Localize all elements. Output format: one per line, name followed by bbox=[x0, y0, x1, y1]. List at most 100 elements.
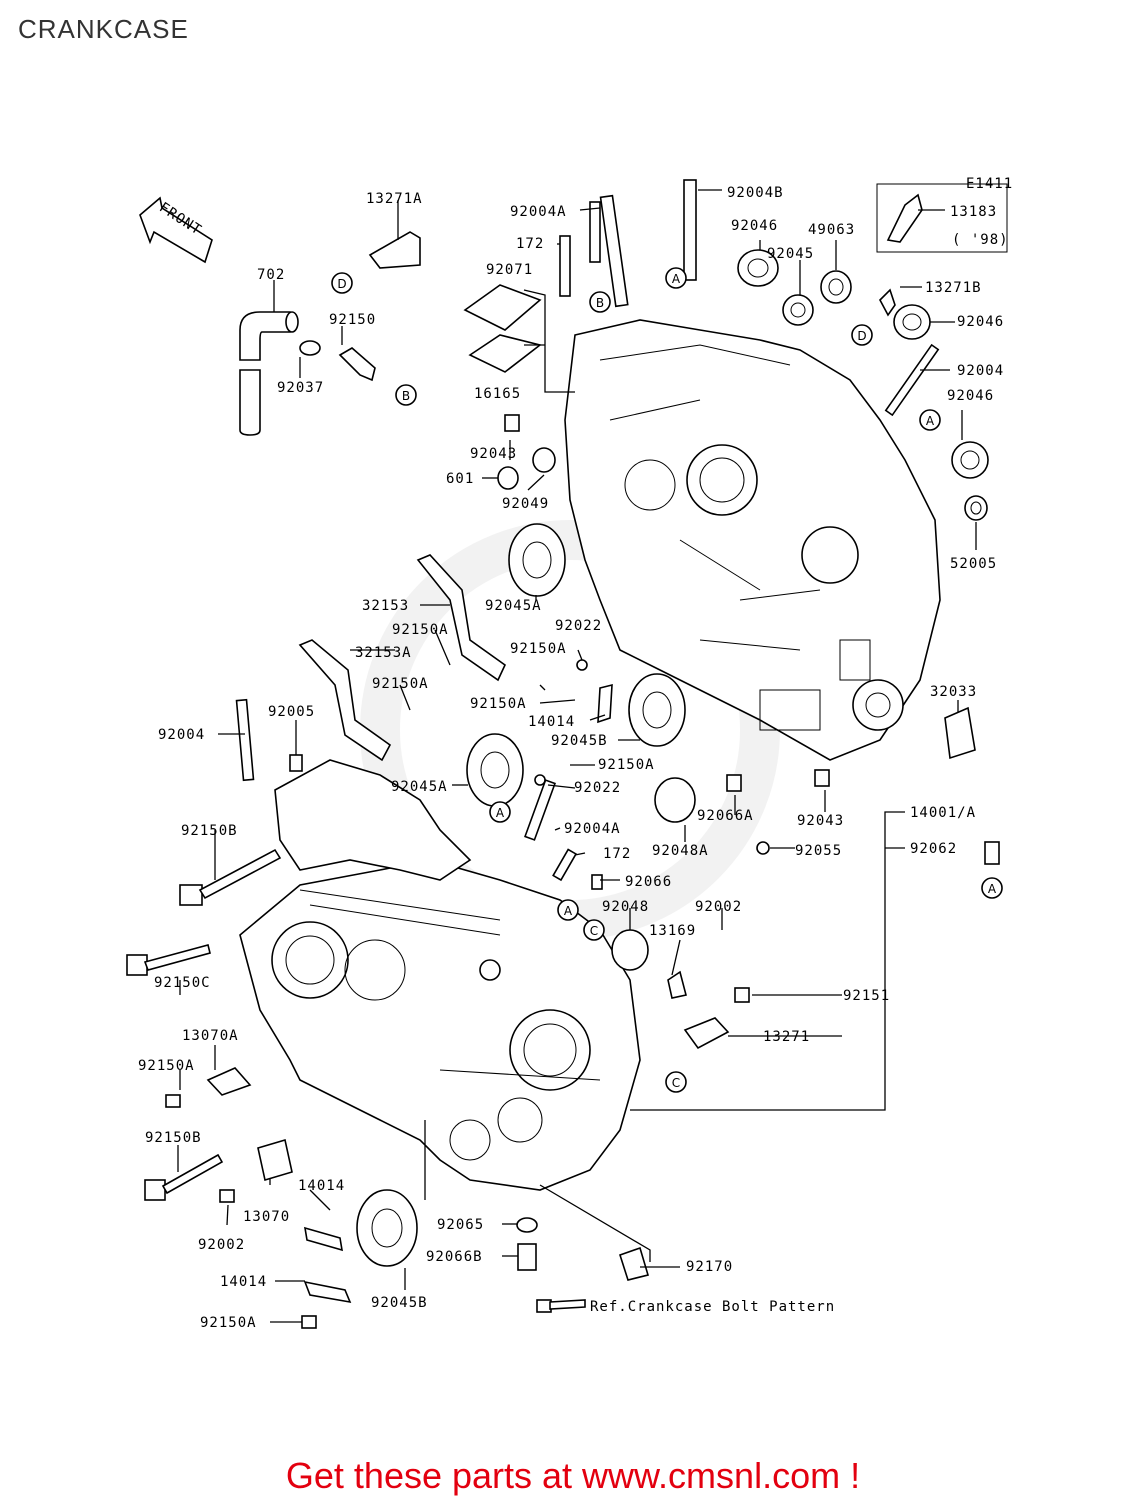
svg-text:14014: 14014 bbox=[298, 1178, 345, 1194]
svg-text:16165: 16165 bbox=[474, 386, 521, 402]
oring-92055-icon bbox=[756, 841, 770, 855]
svg-text:92048: 92048 bbox=[602, 899, 649, 915]
svg-text:92150A: 92150A bbox=[510, 641, 567, 657]
page-title: CRANKCASE bbox=[18, 14, 189, 44]
svg-text:92022: 92022 bbox=[555, 618, 602, 634]
svg-text:92004A: 92004A bbox=[564, 821, 621, 837]
seal-92049-icon bbox=[532, 447, 556, 473]
bracket-13183-icon bbox=[886, 193, 923, 243]
bracket-14014-middle-icon bbox=[304, 1226, 343, 1252]
svg-text:92045A: 92045A bbox=[391, 779, 448, 795]
bolt-92150B-upper-icon bbox=[179, 848, 282, 906]
plug-32033-icon bbox=[944, 706, 976, 760]
clamp-92037-icon bbox=[299, 340, 321, 356]
svg-text:13271: 13271 bbox=[763, 1029, 810, 1045]
svg-text:92150B: 92150B bbox=[181, 823, 238, 839]
svg-text:92065: 92065 bbox=[437, 1217, 484, 1233]
svg-text:A: A bbox=[672, 272, 681, 286]
svg-text:92066: 92066 bbox=[625, 874, 672, 890]
dowel-92066A-icon bbox=[726, 774, 742, 792]
svg-text:92045: 92045 bbox=[767, 246, 814, 262]
stud-92004A-top-icon bbox=[589, 201, 601, 263]
svg-text:92045A: 92045A bbox=[485, 598, 542, 614]
svg-text:14014: 14014 bbox=[220, 1274, 267, 1290]
washer-92065-icon bbox=[516, 1217, 538, 1233]
bearing-92046-lower-right-icon bbox=[951, 441, 989, 479]
svg-text:52005: 52005 bbox=[950, 556, 997, 572]
bearing-92045-top-icon bbox=[782, 294, 814, 326]
ref-bolt-icon bbox=[536, 1299, 586, 1313]
dowel-92043-icon bbox=[504, 414, 520, 432]
svg-text:92150: 92150 bbox=[329, 312, 376, 328]
stud-172-top-icon bbox=[559, 235, 571, 297]
stud-92004-right-icon bbox=[884, 343, 940, 417]
lower-crankcase-half bbox=[239, 759, 641, 1191]
inset-box bbox=[876, 183, 1008, 253]
stud-92004A-mid-icon bbox=[524, 779, 556, 841]
svg-text:92004B: 92004B bbox=[727, 185, 784, 201]
svg-text:D: D bbox=[857, 329, 866, 343]
bracket-14014-top-icon bbox=[597, 683, 613, 724]
svg-text:13070: 13070 bbox=[243, 1209, 290, 1225]
svg-text:92046: 92046 bbox=[947, 388, 994, 404]
breather-hose-702 bbox=[239, 311, 299, 436]
plug-92066B-icon bbox=[517, 1243, 537, 1271]
svg-text:92066A: 92066A bbox=[697, 808, 754, 824]
gasket-16165-icon bbox=[468, 334, 542, 373]
bolt-92002-icon bbox=[219, 1189, 235, 1203]
stud-92004B-icon bbox=[683, 179, 697, 281]
svg-text:702: 702 bbox=[257, 267, 285, 283]
clip-92170-icon bbox=[619, 1246, 650, 1281]
svg-text:92045B: 92045B bbox=[371, 1295, 428, 1311]
svg-text:92037: 92037 bbox=[277, 380, 324, 396]
bracket-13271B-icon bbox=[879, 288, 896, 317]
stud-172-mid-icon bbox=[552, 848, 578, 882]
svg-text:32153: 32153 bbox=[362, 598, 409, 614]
svg-text:92005: 92005 bbox=[268, 704, 315, 720]
bolt-92150B-lower-icon bbox=[144, 1153, 224, 1201]
gasket-92071-icon bbox=[463, 284, 542, 331]
bracket-14014-bottom-icon bbox=[303, 1280, 352, 1304]
svg-text:B: B bbox=[596, 296, 604, 310]
bolt-92150A-left-icon bbox=[165, 1094, 181, 1108]
svg-text:D: D bbox=[337, 277, 346, 291]
svg-text:172: 172 bbox=[603, 846, 631, 862]
svg-text:92062: 92062 bbox=[910, 841, 957, 857]
svg-text:92150A: 92150A bbox=[200, 1315, 257, 1331]
svg-text:92048A: 92048A bbox=[652, 843, 709, 859]
front-arrow-icon: FRONT bbox=[139, 196, 213, 264]
pipe-32153A-icon bbox=[298, 639, 392, 762]
svg-text:92004: 92004 bbox=[158, 727, 205, 743]
svg-text:32033: 32033 bbox=[930, 684, 977, 700]
svg-text:92043: 92043 bbox=[470, 446, 517, 462]
svg-text:172: 172 bbox=[516, 236, 544, 252]
stud-92004A-long-icon bbox=[599, 194, 629, 308]
svg-text:92049: 92049 bbox=[502, 496, 549, 512]
svg-text:92046: 92046 bbox=[957, 314, 1004, 330]
part-labels: 13271A 702 92150 92037 92004B 92004A 172… bbox=[138, 185, 1008, 1331]
svg-text:92150A: 92150A bbox=[598, 757, 655, 773]
svg-text:A: A bbox=[926, 414, 935, 428]
dowel-92043-lower-icon bbox=[814, 769, 830, 787]
svg-text:92150A: 92150A bbox=[392, 622, 449, 638]
svg-text:92150C: 92150C bbox=[154, 975, 211, 991]
svg-text:14001/A: 14001/A bbox=[910, 805, 976, 821]
svg-text:92170: 92170 bbox=[686, 1259, 733, 1275]
svg-text:49063: 49063 bbox=[808, 222, 855, 238]
svg-text:A: A bbox=[988, 882, 997, 896]
footer-link[interactable]: Get these parts at www.cmsnl.com ! bbox=[285, 1455, 861, 1496]
bearing-92045B-upper-icon bbox=[628, 673, 686, 747]
svg-text:92150A: 92150A bbox=[470, 696, 527, 712]
svg-text:92150A: 92150A bbox=[138, 1058, 195, 1074]
bracket-13169-icon bbox=[667, 970, 687, 999]
svg-text:A: A bbox=[496, 806, 505, 820]
svg-text:92150A: 92150A bbox=[372, 676, 429, 692]
svg-text:92150B: 92150B bbox=[145, 1130, 202, 1146]
washer-92022-lower-icon bbox=[534, 774, 546, 786]
svg-text:13169: 13169 bbox=[649, 923, 696, 939]
bearing-92045A-lower-icon bbox=[466, 733, 524, 807]
svg-text:13271A: 13271A bbox=[366, 191, 423, 207]
svg-text:92046: 92046 bbox=[731, 218, 778, 234]
bearing-92046-right-icon bbox=[893, 304, 931, 340]
